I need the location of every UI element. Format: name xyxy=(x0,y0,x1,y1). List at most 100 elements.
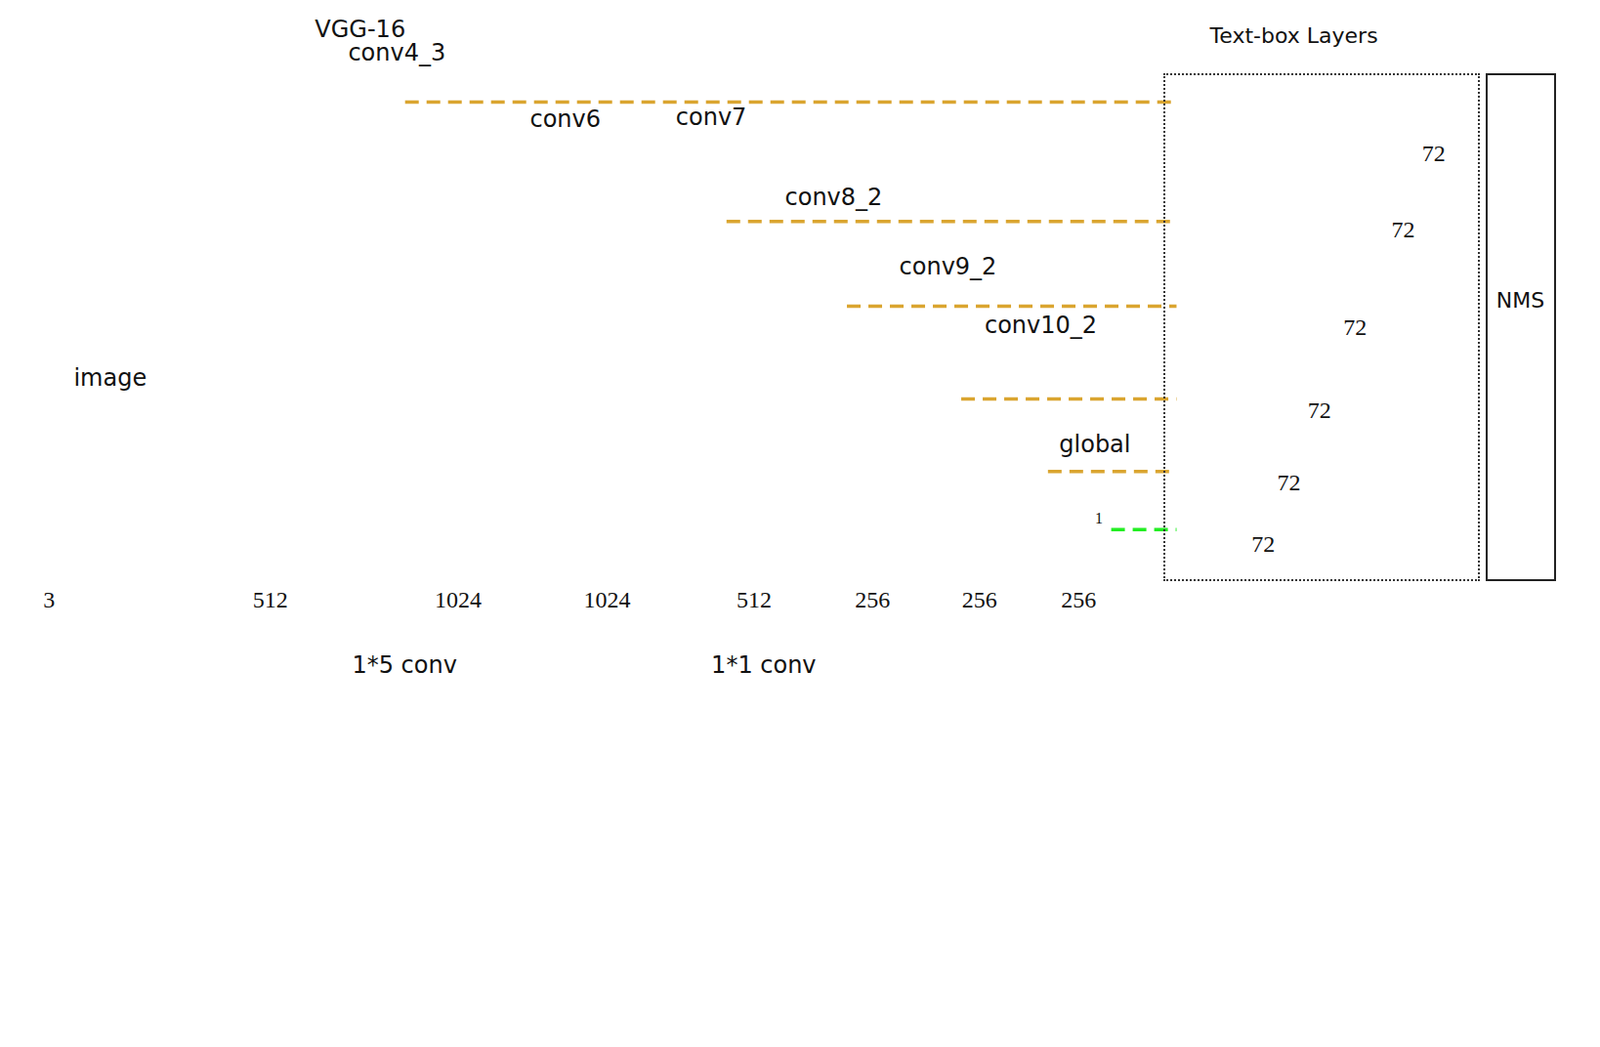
feature-connector xyxy=(726,220,1178,222)
feature-map xyxy=(736,212,847,580)
layer-shape xyxy=(1176,89,1427,177)
side-face xyxy=(1260,454,1267,508)
side-face xyxy=(1362,187,1383,279)
layer-block: conv4_3512 xyxy=(252,73,406,579)
layer-block: VGG-16conv4_3512 xyxy=(175,73,434,580)
layer-name: conv6 xyxy=(529,106,601,132)
feature-map xyxy=(967,342,1049,577)
connector-line xyxy=(1048,469,1178,474)
layer-shape xyxy=(42,135,164,580)
top-face xyxy=(1059,467,1111,501)
dashed-edge xyxy=(316,73,434,288)
layer-name: global xyxy=(1058,431,1131,458)
dashed-front xyxy=(175,288,317,581)
layer-block: conv9_2256 xyxy=(854,283,962,580)
channel-number: 256 xyxy=(854,587,890,613)
top-face xyxy=(1176,89,1427,161)
channel-number: 512 xyxy=(736,587,772,613)
side-face xyxy=(884,283,962,580)
front-face xyxy=(1176,260,1362,279)
channel-number: 72 xyxy=(1390,216,1415,243)
default-box xyxy=(1060,875,1523,988)
legend-sample xyxy=(550,663,705,668)
front-face xyxy=(1176,428,1288,445)
group-box: Text-box Layers727272727272 xyxy=(1163,73,1480,582)
legend-label: 1*1 conv xyxy=(711,652,816,678)
layer-name: conv4_3 xyxy=(347,40,446,66)
feature-connector xyxy=(961,398,1177,400)
layer-shape xyxy=(967,342,1049,577)
channel-number: 1024 xyxy=(434,587,482,613)
front-face xyxy=(967,430,996,577)
layer-name: image xyxy=(73,364,147,390)
layer-block: 72 xyxy=(1176,187,1382,279)
side-face xyxy=(1085,467,1111,575)
photo xyxy=(874,757,1581,1029)
side-face xyxy=(58,135,165,580)
textbox-layer xyxy=(1176,187,1382,279)
layer-shape xyxy=(1176,187,1382,279)
channel-number: 72 xyxy=(1343,314,1367,340)
channel-number: 72 xyxy=(1307,397,1332,423)
layer-name: conv8_2 xyxy=(785,183,884,210)
top-face xyxy=(967,342,1049,431)
feature-connector xyxy=(405,101,1178,103)
side-face xyxy=(1320,290,1337,370)
layer-shape xyxy=(1176,521,1245,570)
channel-number: 72 xyxy=(1251,531,1275,557)
layer-block: conv8_2512 xyxy=(736,212,847,580)
channel-number: 256 xyxy=(962,587,998,613)
connector-line xyxy=(846,304,1177,309)
dashed-edge xyxy=(285,72,433,75)
layer-block: 72 xyxy=(1176,382,1300,445)
feature-connector xyxy=(1048,470,1178,472)
front-face xyxy=(736,361,768,581)
layer-name: conv7 xyxy=(675,104,748,130)
side-face xyxy=(477,132,584,581)
feature-map xyxy=(589,138,727,580)
side-face xyxy=(768,212,847,580)
dashed-edge xyxy=(432,73,435,363)
top-face xyxy=(42,135,164,322)
top-face xyxy=(854,283,962,406)
front-face xyxy=(1176,160,1413,177)
layer-block: 72 xyxy=(1176,89,1427,177)
layer-shape xyxy=(736,212,847,580)
layer-block: conv71024 xyxy=(589,138,727,580)
channel-number: 72 xyxy=(1422,139,1446,166)
top-face xyxy=(1176,521,1245,559)
front-face xyxy=(42,321,59,580)
layer-shape xyxy=(446,132,584,581)
textbox-layer xyxy=(1176,290,1336,370)
front-face xyxy=(1176,351,1320,370)
layer-block: conv10_2256 xyxy=(967,342,1049,577)
side-face xyxy=(1237,521,1245,570)
side-face xyxy=(619,138,727,580)
top-face xyxy=(1176,187,1382,261)
process-box: NMS xyxy=(1485,73,1557,582)
layer-shape xyxy=(1176,382,1300,445)
photo xyxy=(30,755,737,1026)
connector-line xyxy=(961,397,1177,402)
front-face xyxy=(854,406,885,581)
channel-number: 512 xyxy=(252,587,289,613)
layer-block: 72 xyxy=(1176,454,1267,508)
top-face xyxy=(252,73,406,288)
feature-map xyxy=(1059,467,1111,575)
feature-map xyxy=(252,73,406,579)
dashed-edge xyxy=(316,362,434,580)
feature-map xyxy=(446,132,584,581)
layer-shape xyxy=(175,73,434,580)
vgg-outline xyxy=(175,73,434,580)
flow-arrow xyxy=(773,891,834,896)
top-face xyxy=(1176,454,1267,496)
layer-block: 72 xyxy=(1176,290,1336,370)
front-face xyxy=(1176,557,1238,569)
layer-block: image3 xyxy=(42,135,164,580)
layer-block: 72 xyxy=(1176,521,1245,570)
channel-number: 72 xyxy=(1276,469,1301,496)
layer-shape xyxy=(1176,454,1267,508)
layer-block: global1256 xyxy=(1059,467,1111,575)
